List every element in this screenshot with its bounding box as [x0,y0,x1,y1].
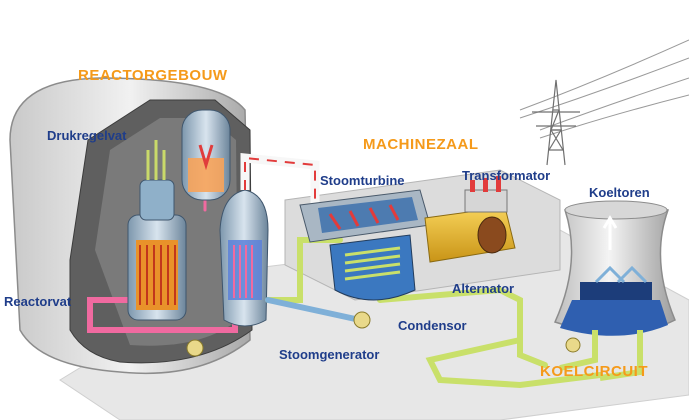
pressurizer-label: Drukregelvat [47,128,127,143]
transformer-label: Transformator [462,168,551,183]
reactor-building-title: REACTORGEBOUW [78,67,228,84]
cooling-circuit-title: KOELCIRCUIT [540,363,648,380]
condenser [329,234,416,301]
cooling-loop [559,330,643,381]
steam-generator-label: Stoomgenerator [279,347,380,362]
machine-hall-title: MACHINEZAAL [363,136,479,153]
condenser-label: Condensor [398,318,467,333]
pylon [532,79,580,166]
feedwater-line [265,297,363,323]
turbine-label: Stoomturbine [320,173,405,188]
reactor-vessel [127,140,187,321]
alternator [424,206,516,263]
steam-generator [219,189,269,327]
alternator-label: Alternator [452,281,515,296]
reactor-vessel-label: Reactorvat [4,294,72,309]
pressurizer [181,109,231,201]
power-lines [519,39,689,139]
cooling-tower-label: Koeltoren [589,185,650,200]
cooling-tower [553,200,676,336]
steam-line [240,153,320,210]
transformer [464,176,508,213]
